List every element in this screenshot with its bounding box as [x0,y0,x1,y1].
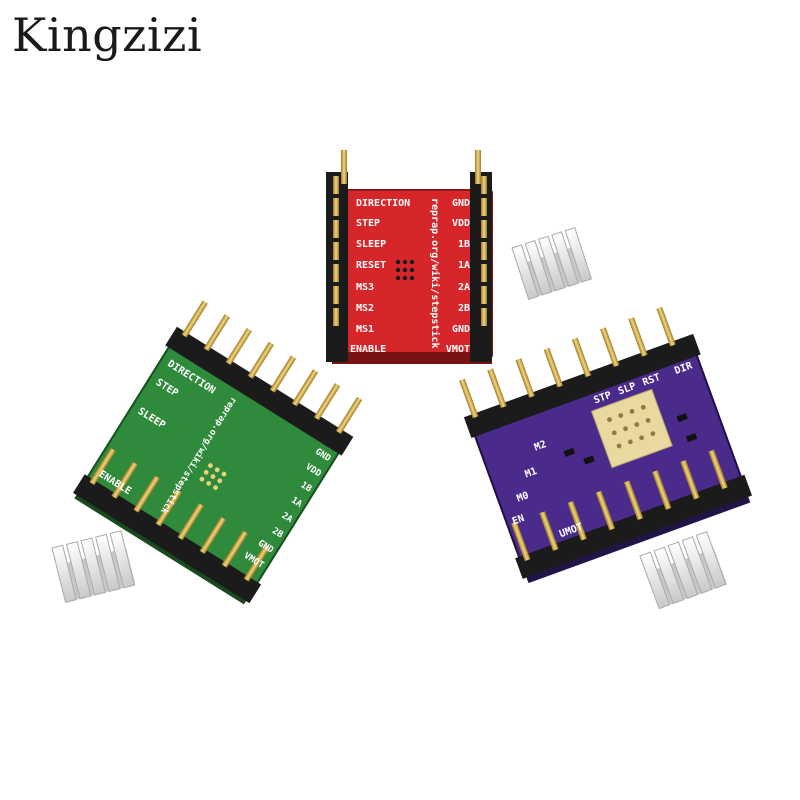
red-board-edge [332,352,492,364]
heatsink-bottom-left [51,530,136,603]
red-label-direction: DIRECTION [356,198,410,209]
red-label-1a: 1A [458,260,470,271]
purple-label-en: EN [511,513,526,527]
red-label-reset: RESET [356,260,386,271]
purple-vias [607,404,656,449]
red-label-step: STEP [356,218,380,229]
red-label-gnd-top: GND [452,198,470,209]
red-label-2b: 2B [458,303,470,314]
purple-thermal-pad [590,388,673,469]
red-driver-board: DIRECTION STEP SLEEP RESET MS3 MS2 MS1 E… [326,150,493,364]
purple-driver-board: STP SLP RST DIR M2 M1 M0 EN UMOT [459,306,753,584]
heatsink-bottom-right [639,531,727,610]
red-label-ms3: MS3 [356,282,374,293]
red-label-sleep: SLEEP [356,239,386,250]
red-label-vdd: VDD [452,218,470,229]
purple-top-header [463,333,701,438]
purple-label-m1: M1 [524,466,539,480]
red-label-ms2: MS2 [356,303,374,314]
purple-label-m2: M2 [533,439,548,453]
purple-label-m0: M0 [515,490,530,504]
green-pins [89,300,363,582]
red-label-ms1: MS1 [356,324,374,335]
green-bottom-header [73,474,262,604]
brand-logo-text: Kingzizi [12,8,203,62]
purple-smd-parts [563,413,698,465]
red-label-2a: 2A [458,282,470,293]
red-vias [395,259,415,281]
heatsink-top-right [511,226,593,300]
red-pins [333,150,487,326]
red-center-url: reprap.org/wiki/stepstick [429,198,441,349]
green-vias [199,463,227,490]
green-top-header [165,326,354,456]
purple-bottom-header [515,474,753,579]
green-driver-board: DIRECTION STEP SLEEP ENABLE GND VDD 1B 1… [73,300,363,605]
red-label-gnd-bottom: GND [452,324,470,335]
purple-pins [459,306,728,562]
red-label-vmot: VMOT [446,344,470,355]
red-label-enable: ENABLE [350,344,386,355]
red-label-1b: 1B [458,239,470,250]
